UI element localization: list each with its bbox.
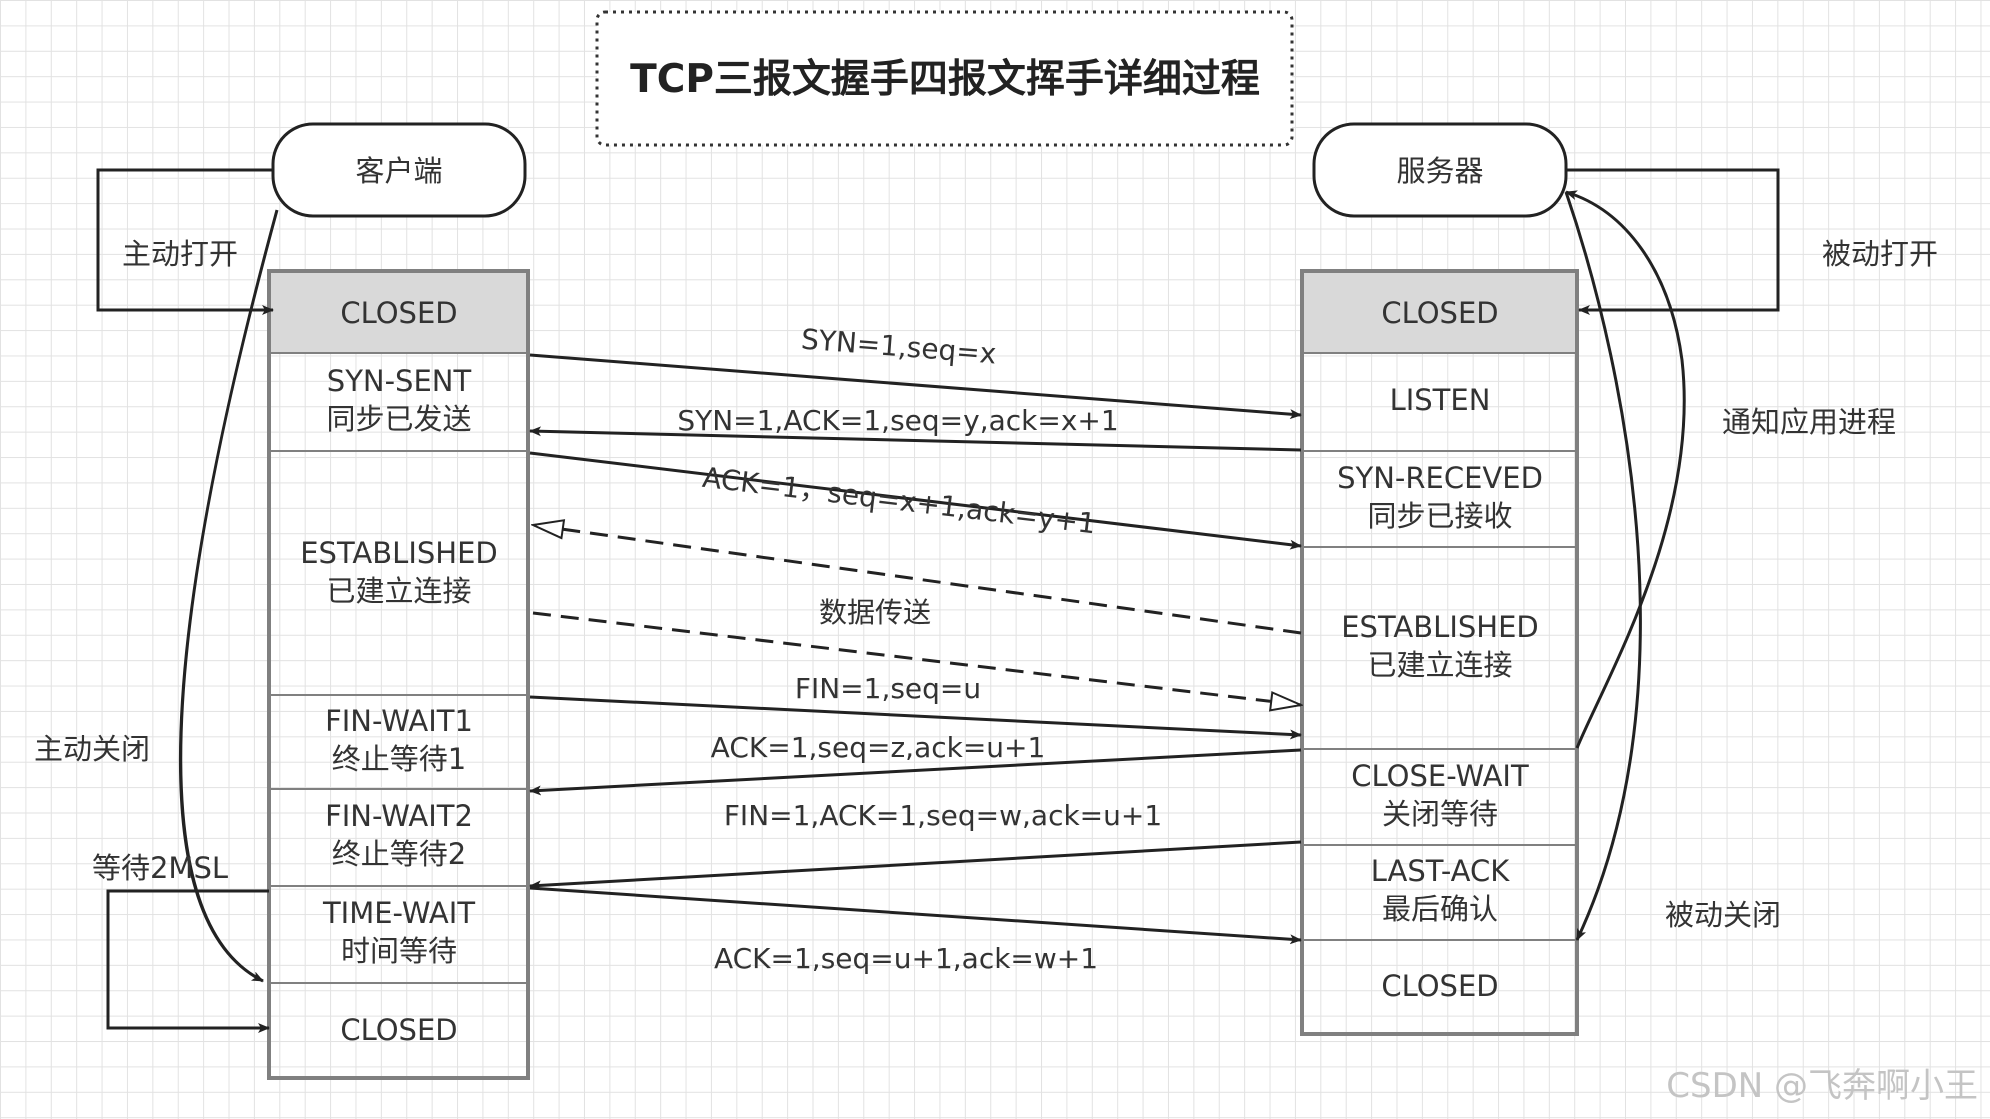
watermark: CSDN @飞奔啊小王 — [1666, 1066, 1978, 1106]
server-state-syn-received: SYN-RECEVED — [1337, 461, 1543, 495]
label-passive-open: 被动打开 — [1822, 237, 1938, 271]
client-state-syn-sent: SYN-SENT — [327, 364, 472, 398]
arrow-passive-open — [1566, 168, 1780, 315]
client-label: 客户端 — [355, 154, 442, 188]
server-state-established: ESTABLISHED — [1341, 610, 1539, 644]
client-state-fin-wait2-cn: 终止等待2 — [332, 837, 466, 871]
message-arrows — [529, 353, 1302, 945]
arrow-ack2 — [529, 748, 1302, 796]
server-closed-fill — [1302, 271, 1577, 353]
label-fin-ack: FIN=1,ACK=1,seq=w,ack=u+1 — [724, 799, 1162, 832]
arrow-active-open — [96, 168, 274, 315]
label-ack: ACK=1，seq=x+1,ack=y+1 — [701, 461, 1098, 541]
label-ack2: ACK=1,seq=z,ack=u+1 — [711, 731, 1046, 764]
client-state-fin-wait2: FIN-WAIT2 — [325, 799, 473, 833]
server-state-close-wait: CLOSE-WAIT — [1351, 759, 1529, 793]
client-state-established: ESTABLISHED — [300, 536, 498, 570]
server-state-last-ack: LAST-ACK — [1371, 854, 1511, 888]
arrow-ack — [529, 451, 1302, 550]
arrow-notify-app — [1565, 190, 1686, 749]
server-column-border — [1300, 269, 1579, 1036]
arrow-fin-ack — [529, 840, 1302, 891]
label-passive-close: 被动关闭 — [1665, 898, 1781, 932]
client-state-closed: CLOSED — [340, 296, 457, 330]
client-state-fin-wait1: FIN-WAIT1 — [325, 704, 473, 738]
arrow-syn — [529, 353, 1302, 420]
arrow-syn-ack — [529, 426, 1302, 452]
label-data: 数据传送 — [819, 596, 931, 629]
arrow-active-close — [179, 209, 279, 983]
diagram-title: TCP三报文握手四报文挥手详细过程 — [630, 57, 1260, 102]
label-notify-app: 通知应用进程 — [1722, 405, 1896, 439]
server-label: 服务器 — [1396, 154, 1483, 188]
label-ack3: ACK=1,seq=u+1,ack=w+1 — [714, 942, 1098, 975]
client-state-fin-wait1-cn: 终止等待1 — [332, 742, 466, 776]
arrow-fin — [529, 695, 1302, 740]
client-state-time-wait-cn: 时间等待 — [341, 934, 457, 968]
server-state-closed: CLOSED — [1381, 296, 1498, 330]
client-state-time-wait: TIME-WAIT — [322, 896, 475, 930]
client-column-border — [267, 269, 530, 1080]
server-state-close-wait-cn: 关闭等待 — [1382, 797, 1498, 831]
client-state-column: CLOSED SYN-SENT 同步已发送 ESTABLISHED 已建立连接 … — [267, 269, 530, 1080]
server-state-syn-received-cn: 同步已接收 — [1367, 499, 1512, 533]
arrow-data-to-client — [533, 525, 1302, 635]
label-fin: FIN=1,seq=u — [795, 672, 981, 705]
client-state-closed-final: CLOSED — [340, 1013, 457, 1047]
arrow-ack3 — [529, 886, 1302, 945]
server-state-column: CLOSED LISTEN SYN-RECEVED 同步已接收 ESTABLIS… — [1300, 269, 1579, 1036]
label-syn: SYN=1,seq=x — [800, 323, 998, 371]
arrow-data-to-server — [532, 611, 1301, 705]
server-state-closed-final: CLOSED — [1381, 969, 1498, 1003]
title-box — [595, 10, 1294, 147]
server-state-established-cn: 已建立连接 — [1367, 648, 1512, 682]
client-closed-fill — [269, 271, 528, 353]
label-active-open: 主动打开 — [122, 237, 238, 271]
server-state-listen: LISTEN — [1390, 383, 1491, 417]
client-state-established-cn: 已建立连接 — [326, 574, 471, 608]
label-wait-2msl: 等待2MSL — [92, 851, 228, 885]
side-arrows — [96, 168, 1780, 1033]
label-syn-ack: SYN=1,ACK=1,seq=y,ack=x+1 — [677, 404, 1118, 437]
label-active-close: 主动关闭 — [34, 732, 150, 766]
arrow-passive-close — [1564, 191, 1642, 941]
server-state-last-ack-cn: 最后确认 — [1382, 892, 1498, 926]
client-state-syn-sent-cn: 同步已发送 — [326, 402, 471, 436]
arrow-wait-2msl — [106, 889, 270, 1033]
